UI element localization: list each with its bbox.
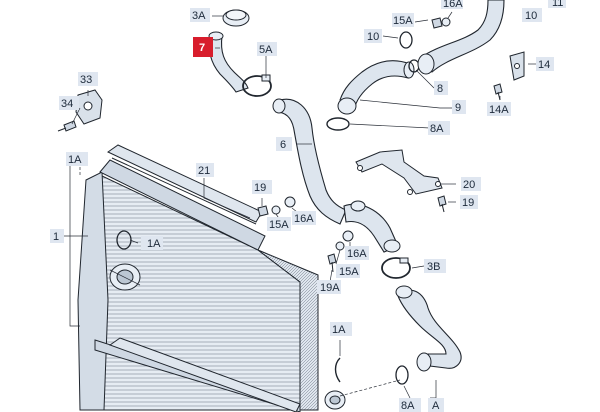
mounting-bracket (57, 89, 103, 132)
hose-7 (208, 31, 249, 93)
leader-lines (62, 11, 538, 399)
label-3b: 3B (427, 261, 440, 273)
label-15a-mid: 15A (269, 219, 289, 231)
label-1a-core: 1A (147, 238, 161, 250)
bracket-20 (355, 149, 443, 195)
label-19-mid: 19 (254, 182, 266, 194)
label-19-right: 19 (462, 197, 474, 209)
label-16a-low: 16A (347, 248, 367, 260)
o-ring-8a-top (326, 117, 350, 131)
label-1: 1 (53, 231, 59, 243)
label-5a: 5A (259, 44, 273, 56)
label-10-mid: 10 (367, 31, 379, 43)
o-ring-8a-bottom (395, 365, 409, 385)
label-16a-top: 16A (443, 0, 463, 10)
label-8a-top: 8A (430, 123, 444, 135)
label-6: 6 (280, 139, 286, 151)
clamp-3b (381, 257, 411, 279)
highlight-box-7 (193, 37, 213, 57)
label-8a-bottom: 8A (401, 400, 415, 412)
label-8: 8 (437, 83, 443, 95)
bolt-19-right (437, 195, 447, 213)
elbow-coupler (343, 200, 401, 253)
clip-1a-bottom (334, 357, 341, 383)
label-34: 34 (61, 98, 73, 110)
label-3a: 3A (192, 10, 206, 22)
label-7: 7 (199, 42, 205, 54)
label-19a: 19A (320, 282, 340, 294)
label-11: 11 (552, 0, 563, 9)
label-15a-top: 15A (393, 15, 413, 27)
pipe-6 (272, 98, 347, 225)
label-15a-low: 15A (339, 266, 359, 278)
air-guide-lower (108, 337, 301, 412)
label-1a-left: 1A (68, 154, 82, 166)
clip-10 (399, 31, 413, 49)
label-33: 33 (80, 74, 92, 86)
label-20: 20 (463, 179, 475, 191)
label-16a-mid: 16A (294, 213, 314, 225)
label-21: 21 (198, 165, 210, 177)
bracket-14 (509, 51, 525, 81)
hose-lower (395, 285, 462, 372)
fasteners-low (327, 230, 354, 273)
label-14a: 14A (489, 104, 509, 116)
label-1a-bottom: 1A (332, 324, 346, 336)
label-10-top: 10 (525, 10, 537, 22)
label-9: 9 (455, 102, 461, 114)
callout-labels: 3A 16A 11 10 15A 10 7 5A 14 33 8 9 34 14… (50, 0, 566, 412)
bolt-14a (493, 83, 503, 101)
cap-3a (222, 9, 250, 27)
label-14: 14 (538, 59, 550, 71)
fasteners-mid (257, 196, 296, 217)
pipe-11 (417, 0, 505, 75)
fastener-top (431, 17, 451, 29)
label-a: A (432, 400, 440, 412)
hose-9 (337, 60, 415, 115)
